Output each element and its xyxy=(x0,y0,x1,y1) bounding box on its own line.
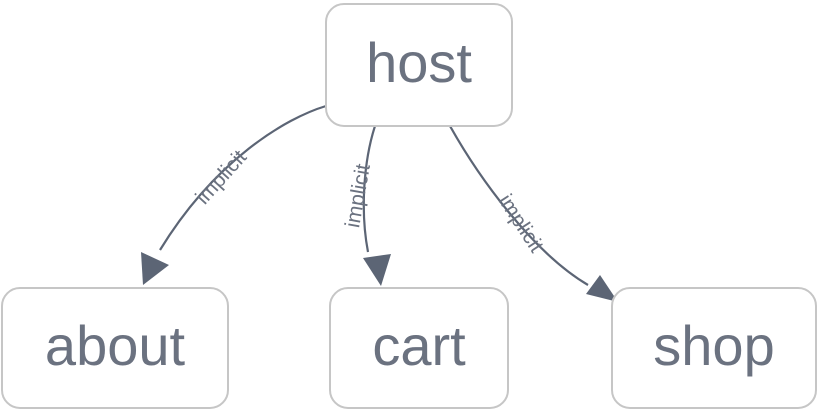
edge-host-cart-arrowhead xyxy=(363,254,391,286)
edge-host-shop-label: implicit xyxy=(494,190,548,256)
edge-host-shop[interactable]: implicit xyxy=(449,125,618,302)
node-host[interactable]: host xyxy=(325,3,513,127)
edge-host-about-path xyxy=(159,104,327,251)
node-about-box xyxy=(1,287,229,409)
node-cart-box xyxy=(329,287,509,409)
edge-host-shop-path xyxy=(449,125,589,286)
node-shop-label: shop xyxy=(653,314,774,377)
edge-host-about-arrowhead xyxy=(141,252,169,285)
node-about-label: about xyxy=(45,314,186,377)
node-host-label: host xyxy=(366,31,472,94)
node-host-box xyxy=(325,3,513,127)
node-shop[interactable]: shop xyxy=(611,287,817,409)
edge-host-cart-label: implicit xyxy=(341,162,375,229)
edge-host-cart-path xyxy=(362,125,377,253)
edge-host-about[interactable]: implicit xyxy=(141,104,327,285)
node-cart[interactable]: cart xyxy=(329,287,509,409)
node-about[interactable]: about xyxy=(1,287,229,409)
node-shop-box xyxy=(611,287,817,409)
node-cart-label: cart xyxy=(372,314,466,377)
edge-host-cart[interactable]: implicit xyxy=(341,125,391,286)
edge-host-shop-arrowhead xyxy=(586,275,618,302)
edge-host-about-label: implicit xyxy=(191,146,251,209)
